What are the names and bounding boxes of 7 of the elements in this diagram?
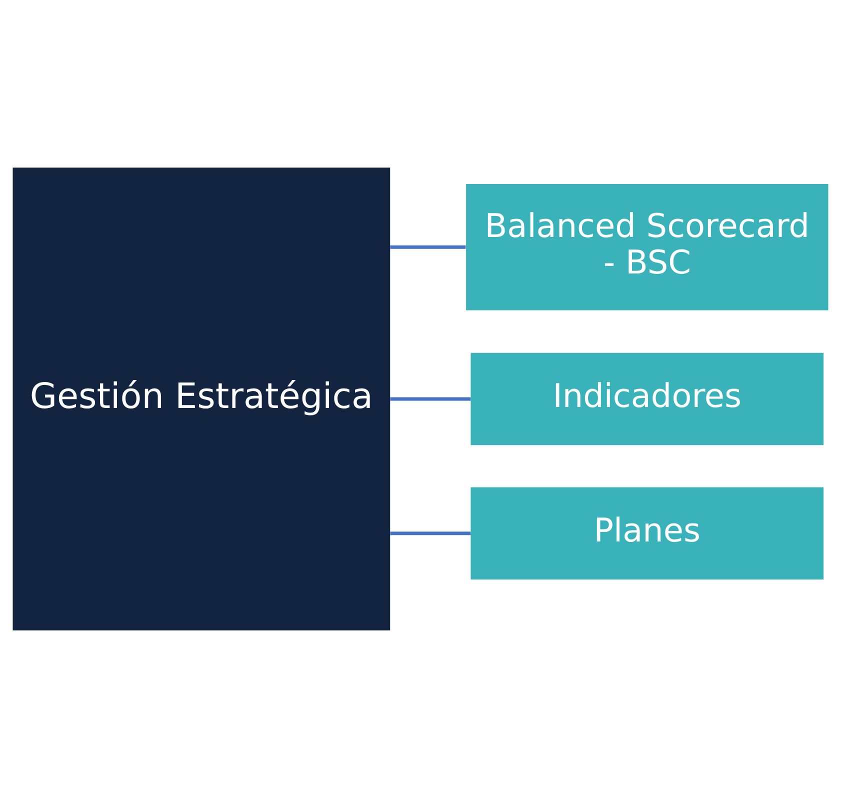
node-box: Indicadores [470, 352, 824, 445]
node-box: Planes [470, 486, 824, 579]
node-box: Gestión Estratégica [12, 167, 390, 630]
connector [390, 531, 471, 535]
connector [390, 396, 471, 400]
node-box: Balanced Scorecard - BSC [466, 184, 828, 310]
connector [390, 244, 466, 248]
